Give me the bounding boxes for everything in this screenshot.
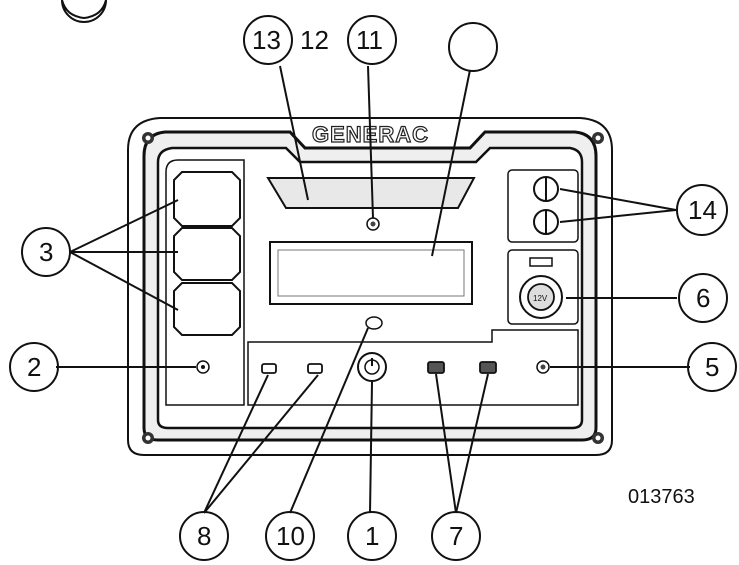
screw-icon [142,132,154,144]
leader-lines [56,65,690,514]
ac-outlet-bottom[interactable] [173,282,241,336]
circuit-breaker-icon[interactable] [533,209,559,235]
callout-11-label: 11 [356,25,383,55]
outlet-12v-box [507,249,579,325]
housing-outer [127,117,613,456]
callout-10-label: 10 [276,521,305,551]
callout-5 [687,342,737,392]
power-icon[interactable] [357,352,387,382]
ac-outlet-top[interactable] [173,171,241,227]
callout-7 [431,511,481,561]
screw-icon [592,432,604,444]
callout-5-label: 5 [705,352,719,382]
usb-port-icon[interactable] [307,363,323,374]
led-indicator-icon [196,360,210,374]
callout-8 [179,511,229,561]
callout-8-label: 8 [197,521,211,551]
callout-3 [21,227,71,277]
led-indicator-icon [536,360,550,374]
callout-7-label: 7 [449,521,463,551]
display-cover [266,177,476,209]
callout-1 [347,511,397,561]
lcd-display [269,241,473,305]
callout-11 [347,15,397,65]
outlet-column [165,159,245,406]
callout-13 [243,15,293,65]
callouts: 13 12 11 3 2 14 6 5 8 10 1 7 [9,0,737,561]
usb-port-icon[interactable] [261,363,277,374]
svg-text:12V: 12V [533,294,548,303]
lcd-display-inner [277,249,465,297]
usb-port-icon[interactable] [479,361,497,374]
callout-13-label: 13 [252,25,281,55]
control-strip-frame [247,329,579,406]
callout-12-label: 12 [300,25,329,55]
callout-6-label: 6 [696,283,710,313]
callout-blank [448,22,498,72]
outlet-column-frame [165,159,245,406]
callout-partial [61,0,107,23]
ac-outlet-middle[interactable] [173,227,241,281]
callout-10 [265,511,315,561]
callout-14 [676,184,728,236]
breaker-box [507,169,579,243]
12v-outlet-icon[interactable]: 12V [519,257,563,319]
circuit-breaker-icon[interactable] [533,176,559,202]
figure-number: 013763 [628,486,695,508]
callout-3-label: 3 [39,237,53,267]
screw-icon [592,132,604,144]
display-button[interactable] [365,316,383,330]
callout-2 [9,342,59,392]
usb-port-icon[interactable] [427,361,445,374]
callout-6 [678,273,728,323]
callout-1-label: 1 [365,521,379,551]
callout-2-label: 2 [27,352,41,382]
screw-icon [142,432,154,444]
callout-14-label: 14 [688,195,717,225]
